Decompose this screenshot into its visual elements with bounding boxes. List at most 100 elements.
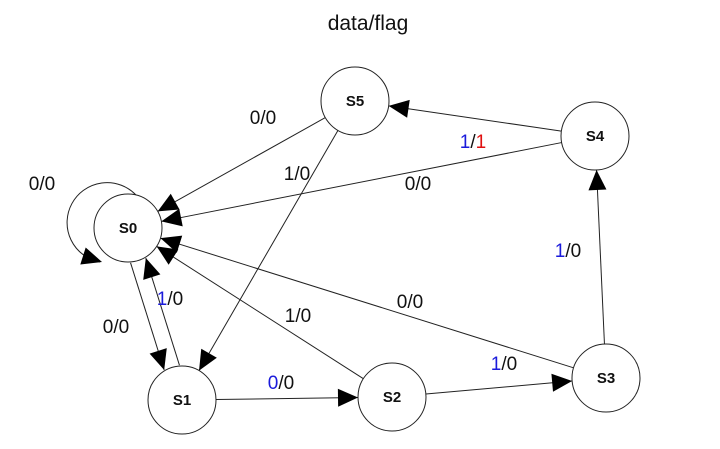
arrowhead-icon (161, 208, 183, 227)
arrowhead-icon (388, 99, 410, 118)
self-loop-line (66, 182, 137, 263)
edge-separator: / (39, 174, 45, 195)
edge-output-value: 0 (421, 174, 432, 195)
edge-output-value: 1 (476, 132, 487, 153)
edge-separator: / (295, 306, 301, 327)
edge-output-value: 0 (284, 373, 295, 394)
edge-label-s5-s1: 1/0 (284, 164, 310, 185)
edge-output-value: 0 (301, 306, 312, 327)
arrowhead-icon (157, 193, 180, 212)
state-node-s4[interactable]: S4 (560, 101, 630, 171)
edge-label-s3-s0: 0/0 (397, 292, 423, 313)
edge-input-value: 1 (285, 306, 296, 327)
edge-label-s2-s3: 1/0 (491, 354, 517, 375)
edge-s3-s4[interactable] (588, 169, 607, 345)
edge-separator: / (565, 241, 571, 262)
edge-output-value: 0 (173, 289, 184, 310)
arrowhead-icon (588, 169, 607, 191)
state-label: S5 (346, 93, 364, 110)
arrowhead-icon (149, 348, 167, 370)
edge-line (215, 396, 359, 401)
edge-s4-s0[interactable] (161, 142, 562, 227)
edge-s4-s5[interactable] (388, 99, 562, 132)
edge-s0-s1[interactable] (130, 262, 167, 371)
state-node-s2[interactable]: S2 (357, 362, 427, 432)
edge-line (161, 142, 562, 222)
edge-input-value: 1 (157, 289, 168, 310)
edges-layer (66, 99, 607, 407)
edge-separator: / (470, 132, 476, 153)
state-circle (560, 101, 630, 171)
edge-s3-s0[interactable] (160, 235, 574, 369)
edge-output-value: 0 (119, 317, 130, 338)
arrowhead-icon (160, 235, 183, 253)
arrowhead-icon (80, 247, 102, 265)
edge-label-s1-s0: 0/0 (103, 317, 129, 338)
edge-line (596, 169, 605, 345)
state-node-s1[interactable]: S1 (147, 365, 217, 435)
state-circle (357, 362, 427, 432)
state-label: S3 (597, 370, 615, 387)
state-label: S2 (383, 389, 401, 406)
edge-line (425, 380, 573, 395)
edge-input-value: 1 (491, 354, 502, 375)
edge-input-value: 1 (460, 132, 471, 153)
edge-line (198, 130, 339, 371)
diagram-title: data/flag (328, 12, 409, 35)
edge-s2-s3[interactable] (425, 373, 573, 395)
edge-separator: / (278, 373, 284, 394)
edge-label-s0-s0: 0/0 (29, 174, 55, 195)
state-circle (147, 365, 217, 435)
state-circle (93, 193, 163, 263)
edge-output-value: 0 (413, 292, 424, 313)
edge-output-value: 0 (45, 174, 56, 195)
state-node-s0[interactable]: S0 (93, 193, 163, 263)
arrowhead-icon (337, 388, 359, 407)
edge-label-s3-s4: 1/0 (555, 241, 581, 262)
state-node-s5[interactable]: S5 (320, 66, 390, 136)
edge-line (160, 237, 574, 369)
state-circle (571, 343, 641, 413)
edge-output-value: 0 (266, 108, 277, 129)
edge-separator: / (407, 292, 413, 313)
edge-output-value: 0 (507, 354, 518, 375)
edge-line (156, 245, 364, 380)
arrowhead-icon (156, 246, 179, 265)
edge-line (388, 105, 562, 132)
edge-input-value: 0 (29, 174, 40, 195)
edge-label-s2-s0: 1/0 (285, 306, 311, 327)
edge-s0-s0[interactable] (66, 182, 137, 265)
arrowhead-icon (143, 258, 161, 280)
state-label: S4 (586, 128, 605, 145)
state-label: S0 (119, 220, 137, 237)
arrowhead-icon (551, 373, 573, 392)
edge-s1-s0[interactable] (143, 257, 180, 366)
edge-input-value: 0 (405, 174, 416, 195)
edge-output-value: 0 (300, 164, 311, 185)
edge-s1-s2[interactable] (215, 388, 359, 407)
state-circle (320, 66, 390, 136)
edge-separator: / (501, 354, 507, 375)
edge-input-value: 1 (284, 164, 295, 185)
edge-s2-s0[interactable] (156, 245, 364, 380)
edge-label-s4-s0: 0/0 (405, 174, 431, 195)
edge-label-s4-s5: 1/1 (460, 132, 486, 153)
edge-labels-layer: 0/01/00/00/01/01/00/01/00/01/10/01/0 (29, 108, 581, 394)
edge-s5-s1[interactable] (198, 130, 339, 371)
edge-separator: / (294, 164, 300, 185)
edge-input-value: 1 (555, 241, 566, 262)
edge-input-value: 0 (250, 108, 261, 129)
edge-separator: / (260, 108, 266, 129)
edge-separator: / (113, 317, 119, 338)
state-label: S1 (173, 392, 191, 409)
edge-label-s5-s0: 0/0 (250, 108, 276, 129)
edge-separator: / (415, 174, 421, 195)
edge-line (157, 117, 326, 212)
edge-input-value: 0 (268, 373, 279, 394)
edge-s5-s0[interactable] (157, 117, 326, 212)
state-node-s3[interactable]: S3 (571, 343, 641, 413)
arrowhead-icon (199, 348, 217, 371)
edge-separator: / (167, 289, 173, 310)
